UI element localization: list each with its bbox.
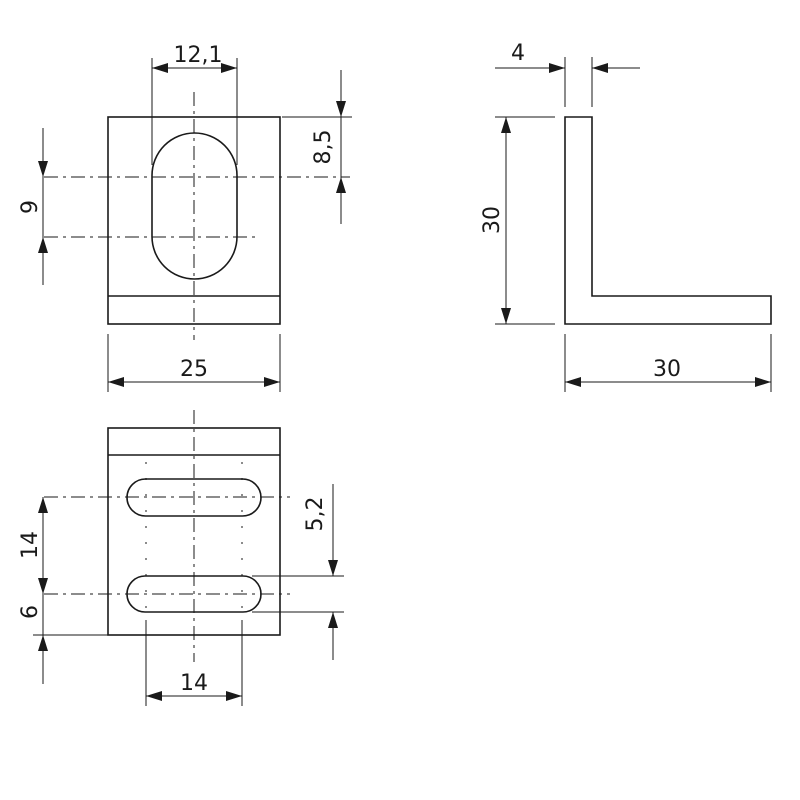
- dimension-bottom-slot-width: 5,2: [252, 484, 344, 660]
- side-view-l-profile: [564, 116, 772, 325]
- side-view: [564, 116, 772, 325]
- dim-label-front-slot-width: 12,1: [174, 43, 223, 68]
- front-view-outline: [107, 116, 281, 325]
- dimension-side-height: 30: [480, 116, 555, 325]
- dim-label-bottom-slot-width: 5,2: [303, 497, 328, 532]
- dim-label-bottom-slot-spacing: 14: [18, 531, 43, 559]
- dim-label-front-top-to-slot: 8,5: [311, 130, 336, 165]
- dimension-side-thickness: 4: [495, 41, 640, 107]
- dim-label-front-width: 25: [180, 357, 208, 382]
- dim-label-side-height: 30: [480, 206, 505, 234]
- dim-label-bottom-edge-to-slot: 6: [18, 605, 43, 619]
- dim-label-side-length: 30: [653, 357, 681, 382]
- dimension-front-width: 25: [107, 334, 281, 392]
- front-view: [44, 92, 350, 340]
- dimension-bottom-slot-spacing: 14: [18, 497, 48, 594]
- dimension-front-slot-spacing: 9: [18, 128, 48, 285]
- dimension-side-length: 30: [564, 334, 772, 392]
- dim-label-bottom-slot-length: 14: [180, 671, 208, 696]
- dim-label-front-slot-spacing: 9: [18, 200, 43, 214]
- dimension-front-slot-width: 12,1: [151, 43, 238, 165]
- dimension-front-top-to-slot: 8,5: [282, 70, 352, 224]
- dim-label-side-thickness: 4: [511, 41, 525, 66]
- dimension-bottom-slot-length: 14: [145, 620, 243, 706]
- bottom-view: [44, 410, 290, 662]
- dimension-bottom-edge-to-slot: 6: [18, 594, 108, 684]
